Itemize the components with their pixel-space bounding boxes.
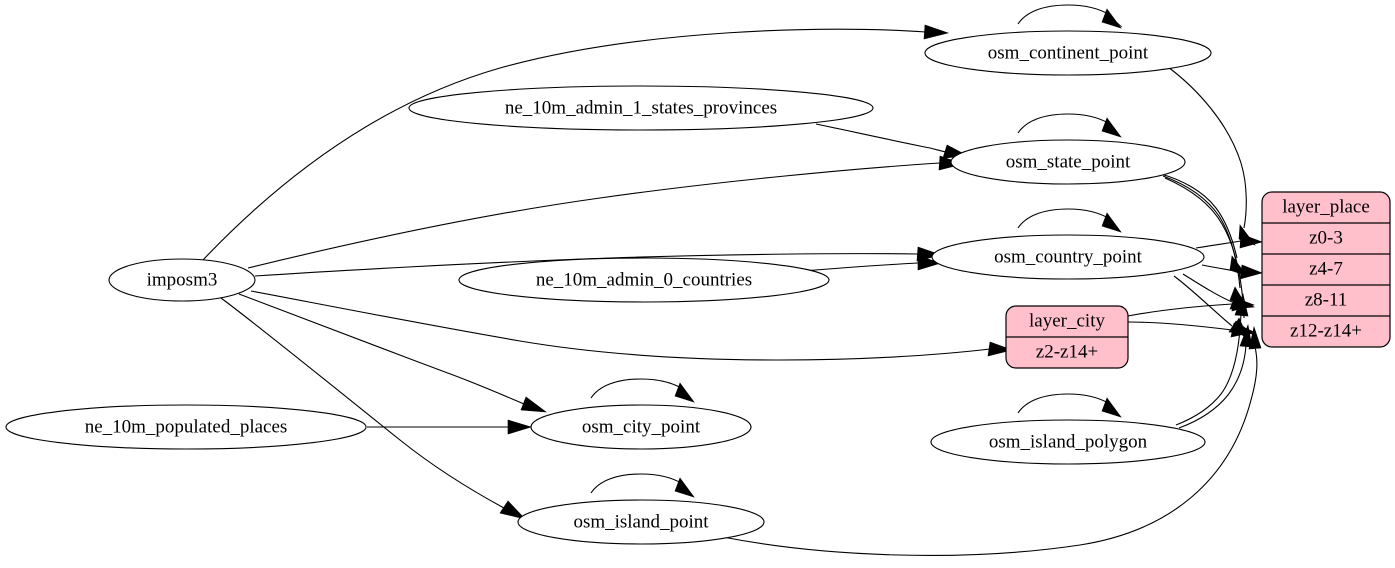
node-ne-10m-admin-0-countries[interactable]: ne_10m_admin_0_countries	[458, 257, 830, 303]
node-layer: imposm3 ne_10m_admin_1_states_provinces …	[5, 30, 1212, 545]
node-osm-island-point[interactable]: osm_island_point	[517, 499, 765, 545]
node-label-ne-10m-populated-places: ne_10m_populated_places	[85, 416, 288, 437]
record-node-layer-city[interactable]: layer_city z2-z14+	[1005, 305, 1129, 369]
edge-imposm3-to-osm-city-point	[238, 293, 548, 413]
record-node-layer-place[interactable]: layer_place z0-3 z4-7 z8-11 z12-z14+	[1261, 191, 1391, 348]
node-ne-10m-populated-places[interactable]: ne_10m_populated_places	[5, 404, 367, 450]
edge-osm-island-point-self-loop	[590, 473, 695, 498]
edge-osm-state-point-self-loop	[1017, 113, 1122, 138]
node-osm-state-point[interactable]: osm_state_point	[950, 139, 1186, 185]
node-label-ne-10m-admin-1-states-provinces: ne_10m_admin_1_states_provinces	[505, 97, 777, 118]
edge-layer-city-to-layer-place-z8-11	[1127, 296, 1255, 317]
record-node-layer: layer_place z0-3 z4-7 z8-11 z12-z14+ lay…	[1005, 191, 1391, 369]
edge-osm-island-polygon-to-layer-place-z8-11	[1175, 292, 1249, 426]
record-row-layer-place-z0-3[interactable]: z0-3	[1309, 227, 1343, 248]
edge-imposm3-to-osm-island-point	[220, 297, 526, 520]
edge-osm-country-point-self-loop	[1017, 208, 1122, 233]
edge-layer-city-to-layer-place-z12-z14	[1127, 321, 1255, 338]
edge-osm-country-point-to-layer-place-z0-3	[1195, 233, 1263, 249]
record-row-layer-place-z4-7[interactable]: z4-7	[1309, 258, 1343, 279]
node-label-osm-city-point: osm_city_point	[582, 416, 701, 437]
node-osm-country-point[interactable]: osm_country_point	[931, 234, 1205, 280]
edge-osm-island-polygon-self-loop	[1017, 393, 1122, 418]
node-label-imposm3: imposm3	[147, 269, 218, 290]
edge-ne-admin1-to-osm-state-point	[815, 123, 970, 159]
node-osm-island-polygon[interactable]: osm_island_polygon	[930, 419, 1206, 465]
record-row-layer-city-title: layer_city	[1029, 310, 1105, 331]
edge-imposm3-to-osm-continent-point	[201, 24, 950, 262]
node-label-osm-continent-point: osm_continent_point	[988, 42, 1149, 63]
edge-osm-country-point-to-layer-place-z4-7	[1201, 264, 1263, 280]
edge-ne-admin0-to-osm-country-point	[802, 255, 943, 272]
edge-osm-continent-point-self-loop	[1017, 4, 1123, 29]
record-row-layer-place-z12-z14[interactable]: z12-z14+	[1290, 320, 1362, 341]
edge-imposm3-to-osm-state-point	[247, 155, 965, 269]
node-ne-10m-admin-1-states-provinces[interactable]: ne_10m_admin_1_states_provinces	[408, 85, 874, 131]
node-label-ne-10m-admin-0-countries: ne_10m_admin_0_countries	[536, 269, 752, 290]
edge-osm-city-point-self-loop	[590, 378, 695, 403]
record-row-layer-place-z8-11[interactable]: z8-11	[1305, 289, 1348, 310]
record-row-layer-place-title: layer_place	[1282, 196, 1370, 217]
node-osm-continent-point[interactable]: osm_continent_point	[924, 30, 1212, 76]
edge-osm-island-point-to-layer-place-z12-z14	[722, 325, 1262, 556]
node-label-osm-country-point: osm_country_point	[994, 246, 1142, 267]
edge-layer	[201, 4, 1263, 556]
node-label-osm-island-point: osm_island_point	[573, 511, 709, 532]
edge-osm-island-polygon-to-layer-place-z12-z14	[1178, 323, 1253, 429]
node-label-osm-island-polygon: osm_island_polygon	[989, 431, 1148, 452]
record-row-layer-city-z2-z14[interactable]: z2-z14+	[1036, 341, 1098, 362]
node-osm-city-point[interactable]: osm_city_point	[530, 404, 752, 450]
edge-ne-populated-places-to-osm-city-point	[367, 419, 533, 435]
node-label-osm-state-point: osm_state_point	[1006, 151, 1131, 172]
node-imposm3[interactable]: imposm3	[108, 258, 256, 302]
edge-imposm3-to-layer-city	[250, 290, 1014, 361]
